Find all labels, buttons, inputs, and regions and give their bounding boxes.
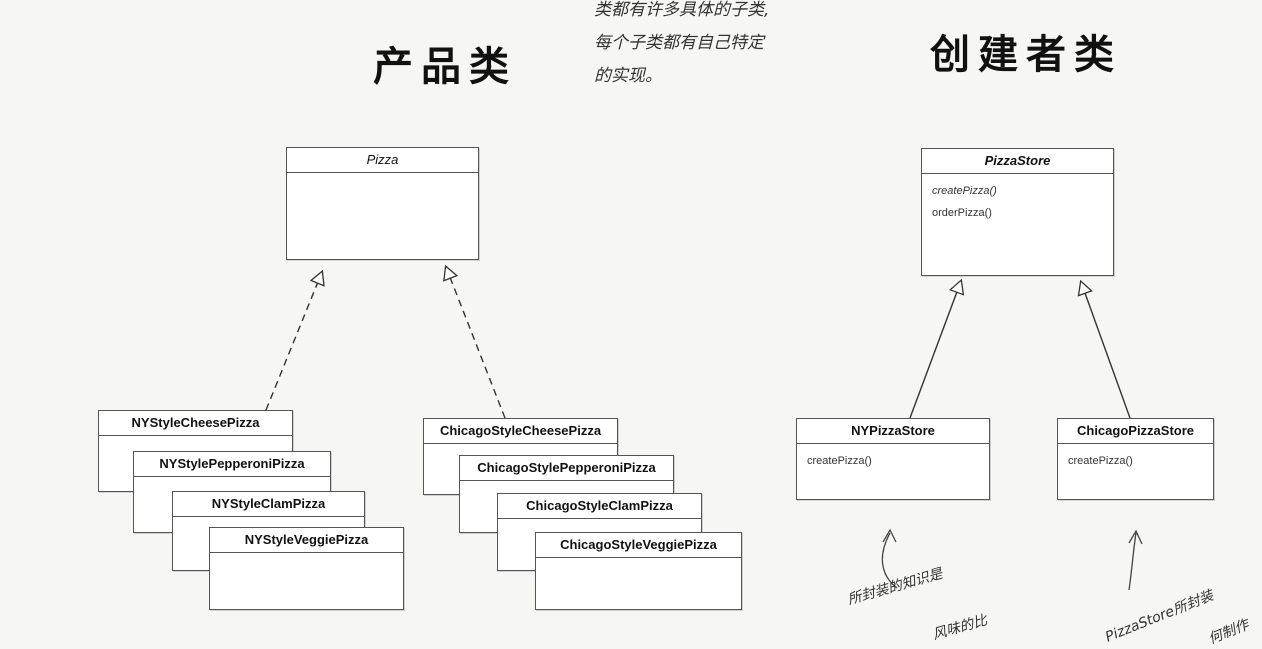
nypizzastore-class-box: NYPizzaStore createPizza() [796, 418, 990, 500]
pizza-class-name: Pizza [287, 148, 478, 173]
note-line-3: 的实现。 [594, 66, 662, 86]
product-classes-heading: 产品类 [373, 44, 517, 90]
left-annotation-arrow [881, 528, 898, 589]
note-line-2: 每个子类都有自己特定 [594, 33, 764, 53]
chicago-pepperoni-pizza-name: ChicagoStylePepperoniPizza [460, 456, 673, 481]
subclass-note: 类都有许多具体的子类, 每个子类都有自己特定 的实现。 [594, 0, 769, 93]
chicagostore-to-pizzastore-line [1081, 282, 1131, 419]
right-annotation-arrow [1128, 529, 1143, 591]
ny-veggie-pizza-name: NYStyleVeggiePizza [210, 528, 403, 553]
chicago-clam-pizza-name: ChicagoStyleClamPizza [498, 494, 701, 519]
creator-classes-heading: 创建者类 [930, 32, 1122, 78]
nypizzastore-class-name: NYPizzaStore [797, 419, 989, 444]
chicago-veggie-pizza-box: ChicagoStyleVeggiePizza [535, 532, 742, 610]
ny-veggie-pizza-box: NYStyleVeggiePizza [209, 527, 404, 610]
chicago-products-to-pizza-line [446, 267, 506, 419]
ny-pepperoni-pizza-name: NYStylePepperoniPizza [134, 452, 330, 477]
pizza-class-box: Pizza [286, 147, 479, 260]
nypizzastore-create-pizza-method: createPizza() [807, 455, 872, 467]
chicago-cheese-pizza-name: ChicagoStyleCheesePizza [424, 419, 617, 444]
ny-products-to-pizza-line [265, 272, 322, 411]
chicagopizzastore-class-box: ChicagoPizzaStore createPizza() [1057, 418, 1214, 500]
pizzastore-class-box: PizzaStore createPizza() orderPizza() [921, 148, 1114, 276]
ny-clam-pizza-name: NYStyleClamPizza [173, 492, 364, 517]
pizzastore-class-name: PizzaStore [922, 149, 1113, 174]
chicagopizzastore-class-name: ChicagoPizzaStore [1058, 419, 1213, 444]
chicago-veggie-pizza-name: ChicagoStyleVeggiePizza [536, 533, 741, 558]
order-pizza-method: orderPizza() [932, 207, 992, 219]
note-line-1: 类都有许多具体的子类, [594, 0, 770, 20]
nystore-to-pizzastore-line [909, 281, 961, 419]
chicagopizzastore-create-pizza-method: createPizza() [1068, 455, 1133, 467]
abstract-create-pizza-method: createPizza() [932, 185, 997, 197]
ny-cheese-pizza-name: NYStyleCheesePizza [99, 411, 292, 436]
